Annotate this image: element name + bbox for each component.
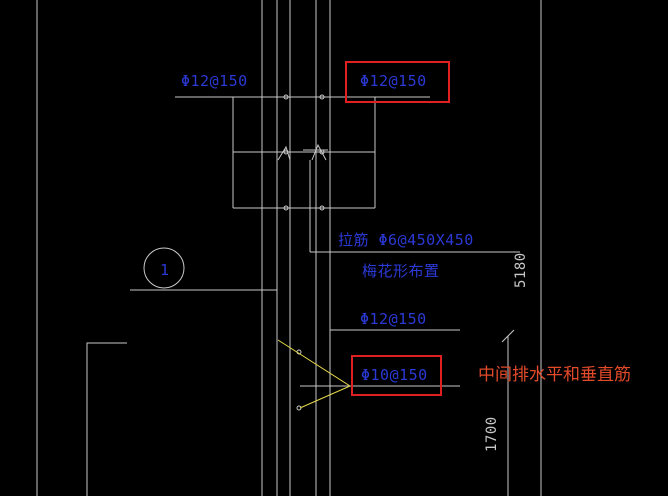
rebar-dot — [319, 149, 325, 155]
highlight-box-bottom — [351, 355, 442, 396]
rebar-dot — [319, 94, 325, 100]
annotation-text: 中间排水平和垂直筋 — [478, 365, 631, 385]
step-line — [86, 342, 127, 496]
rebar-dot — [283, 94, 289, 100]
leader-line — [299, 385, 351, 409]
rebar-label-top-left: Φ12@150 — [181, 72, 248, 90]
rebar-label-mid: Φ12@150 — [360, 310, 427, 328]
axis-marker-label: 1 — [160, 261, 170, 279]
rebar-label-top-right: Φ12@150 — [360, 72, 427, 90]
dimension-label-upper: 5180 — [513, 252, 529, 288]
axis-marker-circle — [143, 247, 185, 289]
leader-line — [277, 339, 351, 387]
rebar-dot — [319, 205, 325, 211]
hook-mark — [277, 145, 291, 161]
tie-bar-label: 拉筋 Φ6@450X450 — [338, 231, 474, 249]
rebar-label-highlight: Φ10@150 — [361, 366, 428, 384]
dimension-label-lower: 1700 — [484, 416, 500, 452]
hook-mark — [311, 143, 327, 161]
highlight-box-top — [345, 61, 450, 103]
rebar-dot — [283, 205, 289, 211]
dimension-tick — [501, 329, 515, 343]
rebar-dot — [283, 149, 289, 155]
tie-bar-note: 梅花形布置 — [362, 262, 440, 280]
